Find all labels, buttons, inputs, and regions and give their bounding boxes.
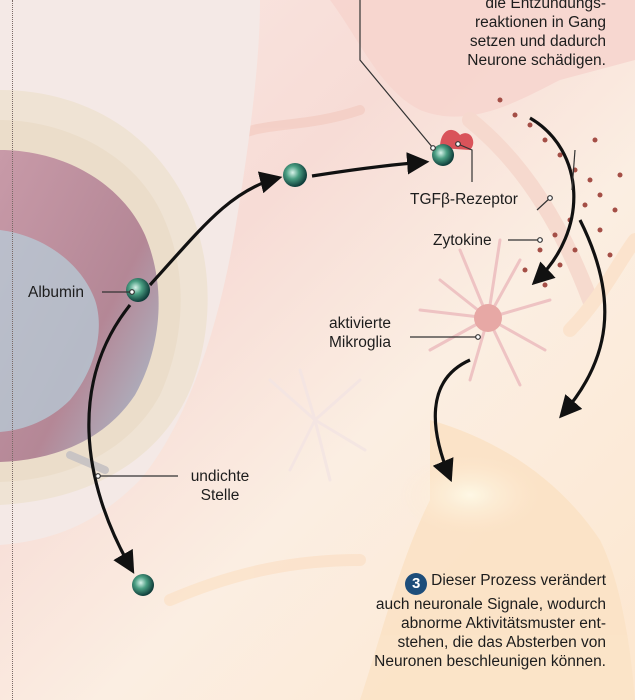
step-3-line-1: 3Dieser Prozess verändert [186,571,606,595]
albumin-sphere-leak [132,574,154,596]
step-3-line-3: abnorme Aktivitätsmuster ent- [186,614,606,633]
undicht-line-1: undichte [180,467,260,486]
step-3-line-1-text: Dieser Prozess verändert [431,572,606,589]
label-tgfb-receptor: TGFβ-Rezeptor [410,190,518,209]
top-annotation: die Entzündungs- reaktionen in Gang setz… [467,0,606,70]
albumin-sphere-lumen [126,278,150,302]
label-undichte-stelle: undichte Stelle [180,467,260,505]
dotted-border [12,0,13,700]
step-number-badge: 3 [405,573,427,595]
step-3-line-4: stehen, die das Absterben von [186,633,606,652]
albumin-sphere-outside [283,163,307,187]
top-note-line-4: Neurone schädigen. [467,51,606,70]
mikroglia-line-2: Mikroglia [310,333,410,352]
top-note-line-2: reaktionen in Gang [467,13,606,32]
label-mikroglia: aktivierte Mikroglia [310,314,410,352]
step-3-line-5: Neuronen beschleunigen können. [186,652,606,671]
step-3-line-2: auch neuronale Signale, wodurch [186,595,606,614]
top-note-line-1: die Entzündungs- [467,0,606,13]
undicht-line-2: Stelle [180,486,260,505]
blood-vessel [0,0,260,545]
label-albumin: Albumin [28,283,84,302]
arrow-outside-to-receptor [312,162,425,176]
label-zytokine: Zytokine [433,231,492,250]
mikroglia-line-1: aktivierte [310,314,410,333]
step-3-text: 3Dieser Prozess verändert auch neuronale… [186,571,606,671]
microglia-resting [270,370,365,480]
microglia-activated [420,240,550,385]
top-note-line-3: setzen und dadurch [467,32,606,51]
